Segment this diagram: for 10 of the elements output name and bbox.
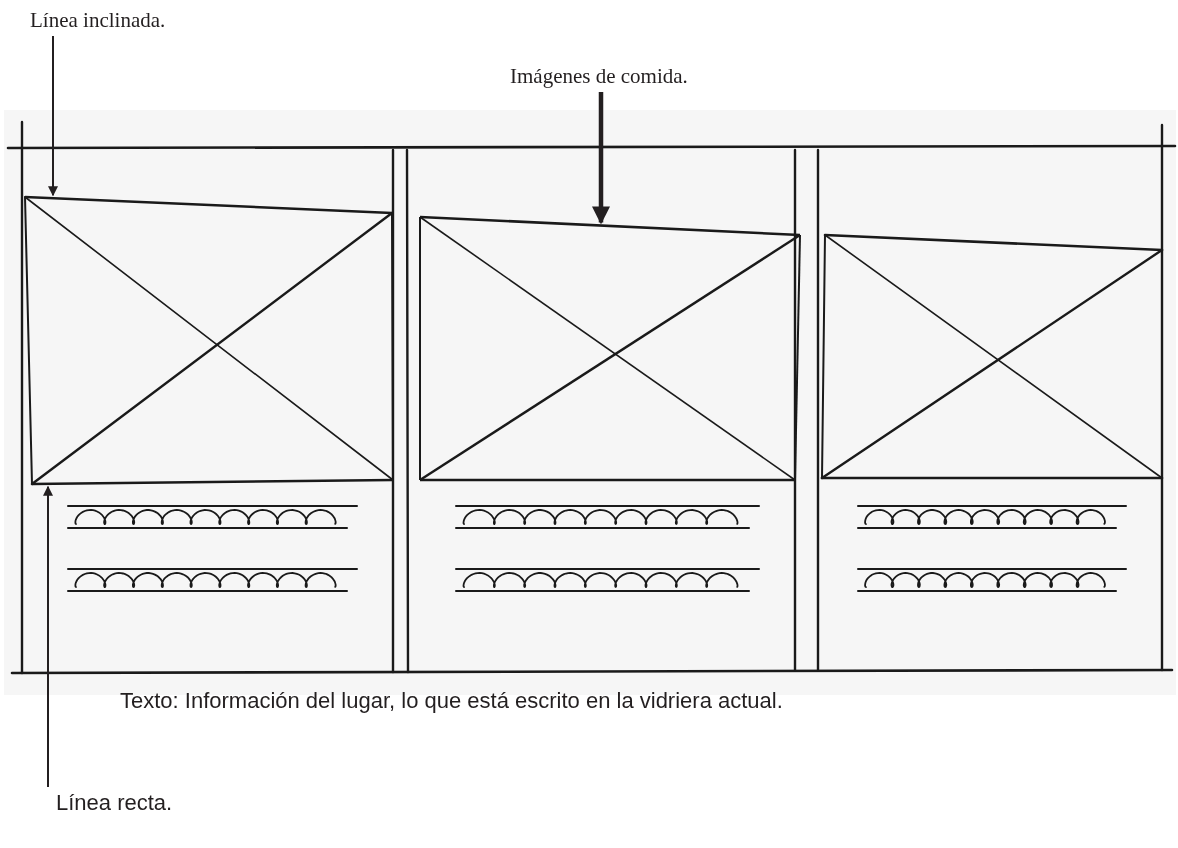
arrow xyxy=(592,92,610,225)
arrow xyxy=(43,485,53,788)
arrow xyxy=(48,35,58,197)
note-text: Texto: Información del lugar, lo que está escrito en la vidriera actual. xyxy=(120,688,783,714)
annotation-text: Línea recta. xyxy=(56,790,173,816)
image-placeholder xyxy=(419,215,801,482)
annotation-text: Imágenes de comida. xyxy=(510,64,688,89)
annotation-text: Línea inclinada. xyxy=(30,8,166,33)
straight-line xyxy=(32,478,393,486)
slanted-line xyxy=(24,195,393,215)
